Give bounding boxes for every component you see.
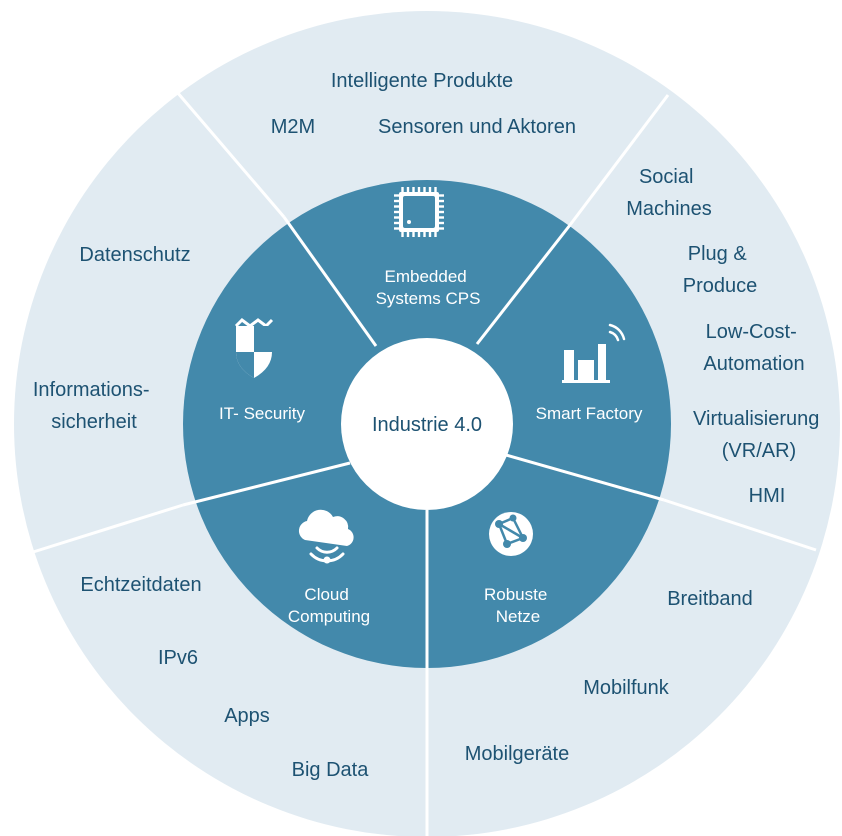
outer-item-plug-produce: Plug & Produce	[683, 243, 758, 297]
segment-separator	[475, 224, 572, 345]
outer-item-mobilfunk: Mobilfunk	[583, 677, 670, 699]
outer-item-virtualisierung: Virtualisierung (VR/AR)	[693, 408, 825, 462]
outer-item-sensoren-und-aktoren: Sensoren und Aktoren	[378, 116, 576, 138]
cloud-icon	[298, 509, 354, 564]
segment-label-it-security: IT- Security	[219, 404, 305, 423]
segment-separator	[663, 498, 817, 552]
segment-separator	[29, 503, 184, 555]
outer-item-m2m: M2M	[271, 116, 315, 138]
chip-icon	[394, 187, 444, 237]
segment-label-robuste-netze: Robuste Netze	[484, 585, 552, 626]
outer-item-echtzeitdaten: Echtzeitdaten	[80, 574, 201, 596]
segment-separator	[182, 461, 351, 507]
outer-item-intelligente-produkte: Intelligente Produkte	[331, 70, 513, 92]
shield-icon	[234, 318, 274, 378]
segment-separator	[282, 216, 378, 347]
outer-item-big-data: Big Data	[292, 759, 370, 781]
outer-item-informationssicherheit: Informations- sicherheit	[33, 379, 155, 433]
outer-item-low-cost-automation: Low-Cost- Automation	[703, 321, 804, 375]
outer-item-mobilgeraete: Mobilgeräte	[465, 743, 570, 765]
segment-label-smart-factory: Smart Factory	[536, 404, 643, 423]
factory-icon	[562, 323, 626, 383]
segment-separator	[175, 91, 286, 218]
outer-item-breitband: Breitband	[667, 588, 753, 610]
segment-label-cloud: Cloud Computing	[288, 585, 370, 626]
outer-item-apps: Apps	[224, 705, 270, 727]
outer-item-social-machines: Social Machines	[626, 166, 712, 220]
network-globe-icon	[489, 512, 533, 556]
segment-label-embedded: Embedded Systems CPS	[376, 267, 481, 308]
outer-item-datenschutz: Datenschutz	[79, 244, 190, 266]
center-label: Industrie 4.0	[372, 414, 482, 436]
center-circle	[341, 338, 513, 510]
segment-separators	[29, 91, 817, 836]
segment-separator	[568, 94, 670, 226]
outer-item-ipv6: IPv6	[158, 647, 198, 669]
outer-item-hmi: HMI	[749, 485, 786, 507]
segment-separator	[505, 453, 665, 502]
